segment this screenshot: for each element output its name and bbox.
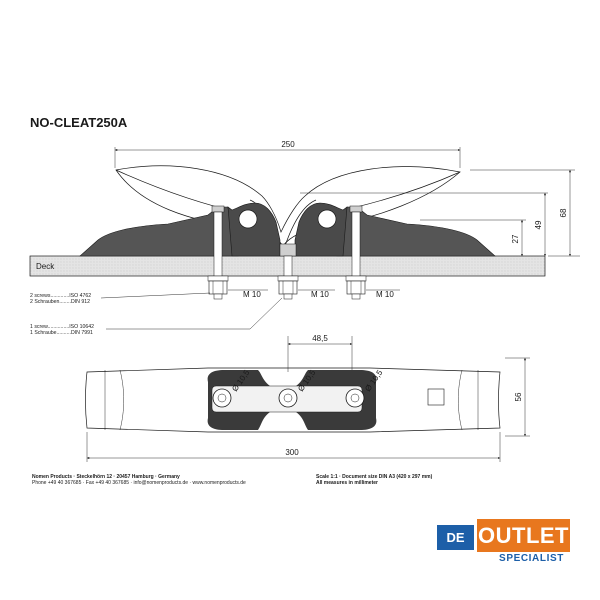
footer-contact: Phone +49 40 367685 · Fax +49 40 367685 … [32,480,246,486]
thread-label-3: M 10 [376,290,394,299]
dim-width-56: 56 [514,392,523,401]
thread-label-1: M 10 [243,290,261,299]
footer-scale: Scale 1:1 · Document size DIN A3 (420 x … [316,474,433,480]
footer-company: Nomen Products · Steckelhörn 12 · 20457 … [32,474,180,480]
logo-outlet-box: OUTLET [477,519,570,552]
screws-note-line2: 2 Schrauben........DIN 912 [30,299,90,305]
dim-overall-width: 250 [281,140,295,149]
deck-label: Deck [36,262,55,271]
drawing-title: NO-CLEAT250A [30,115,128,130]
screws-note-line1: 2 screws.............ISO 4762 [30,293,91,299]
thread-label-2: M 10 [311,290,329,299]
dim-height-68: 68 [559,208,568,217]
dim-height-49: 49 [534,220,543,229]
screw-note-line1: 1 screw...............ISO 10642 [30,324,94,330]
dim-height-27: 27 [511,234,520,243]
dim-length-300: 300 [285,448,299,457]
footer: Nomen Products · Steckelhörn 12 · 20457 … [32,474,433,486]
outlet-logo: DE OUTLET SPECIALIST [437,519,570,567]
footer-units: All measures in millimeter [316,480,378,486]
bolts-side [207,205,367,300]
side-view: 250 Deck [29,140,580,300]
logo-de-box: DE [437,525,474,550]
logo-specialist-text: SPECIALIST [493,552,570,566]
screw-notes: 2 screws.............ISO 4762 2 Schraube… [30,292,283,336]
top-view: 48,5 Ø 10,5 Ø 10,5 Ø 10,5 56 3 [85,334,530,462]
screw-note-line2: 1 Schraube..........DIN 7991 [30,330,93,336]
dim-hole-spacing: 48,5 [312,334,328,343]
